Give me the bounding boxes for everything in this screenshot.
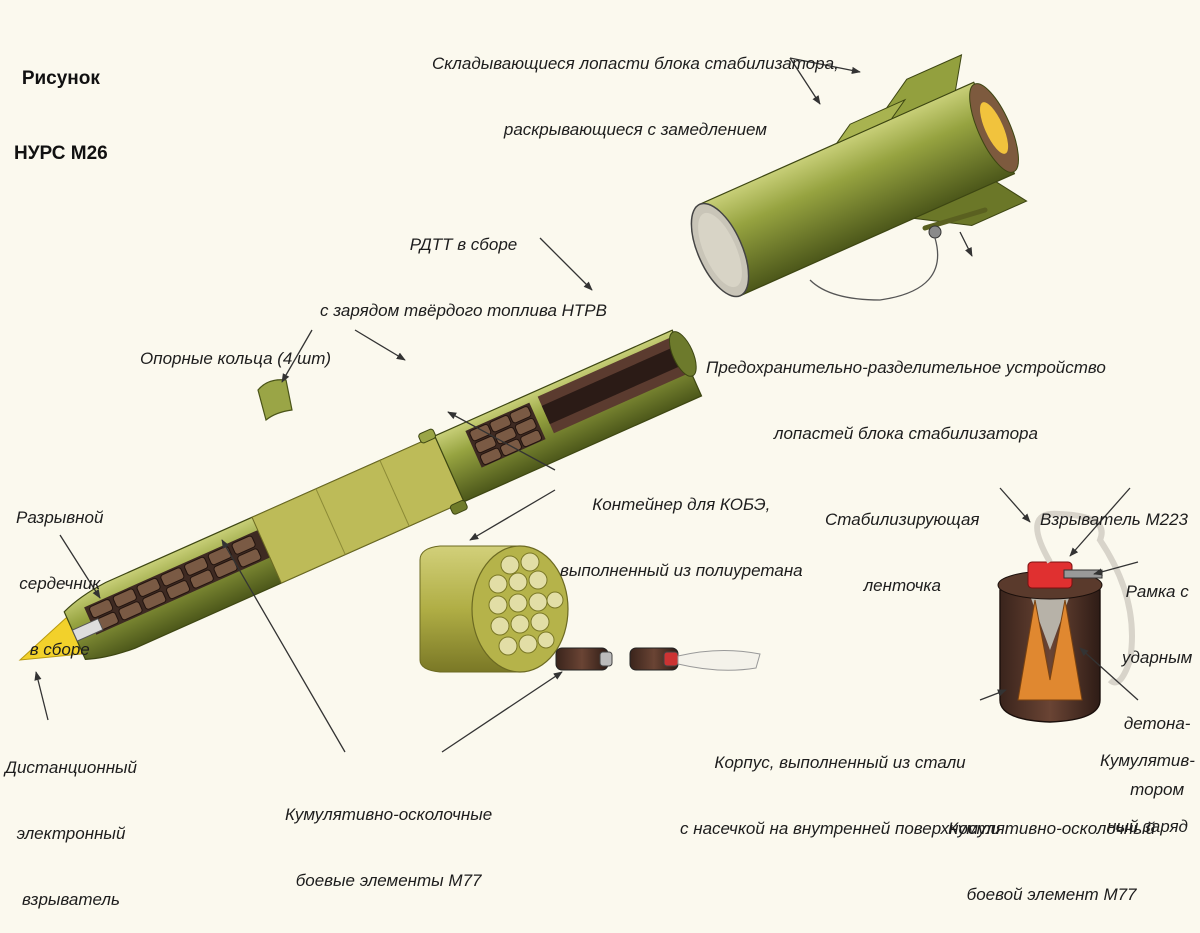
label-electronic-fuze: Дистанционный электронный взрыватель — [5, 713, 137, 933]
label-line: Дистанционный — [5, 758, 138, 777]
support-ring — [418, 428, 436, 444]
label-line: лопастей блока стабилизатора — [773, 424, 1038, 443]
label-container: Контейнер для КОБЭ, выполненный из полиу… — [560, 450, 803, 604]
figure-title: Рисунок НУРС М26 — [14, 16, 108, 191]
label-folding-fins: Складывающиеся лопасти блока стабилизато… — [432, 9, 839, 163]
support-ring — [449, 499, 468, 515]
submunition-stack-rear — [465, 331, 697, 468]
label-line: Контейнер для КОБЭ, — [592, 495, 771, 514]
label-line: сердечник — [19, 574, 101, 593]
label-line: тором — [1130, 780, 1185, 799]
label-stabilizing-ribbon: Стабилизирующая ленточка — [825, 465, 980, 619]
label-safety-device: Предохранительно-разделительное устройст… — [706, 313, 1106, 467]
safety-device — [809, 207, 988, 301]
fin — [835, 98, 907, 145]
label-m77-element: Кумулятивно-осколочный боевой элемент М7… — [948, 774, 1155, 928]
label-line: Взрыватель М223 — [1040, 510, 1188, 529]
stabilizer-block — [690, 54, 1028, 298]
label-line: Предохранительно-разделительное устройст… — [706, 358, 1106, 377]
rocket-diagram-artwork — [18, 54, 1139, 753]
label-line: в сборе — [29, 640, 90, 659]
label-line: Стабилизирующая — [825, 510, 980, 529]
fin — [912, 181, 1028, 226]
submunition-stack-front — [71, 530, 270, 642]
label-line: РДТТ в сборе — [409, 235, 518, 254]
single-submunitions — [555, 647, 761, 671]
label-burster-core: Разрывной сердечник в сборе — [16, 463, 103, 683]
label-line: Кумулятив- — [1100, 751, 1195, 770]
label-line: Опорные кольца (4 шт) — [140, 349, 332, 368]
label-line: взрыватель — [22, 890, 120, 909]
rocket-body — [18, 329, 703, 661]
label-line: Корпус, выполненный из стали — [714, 753, 966, 772]
label-line: боевой элемент М77 — [966, 885, 1137, 904]
m77-element-cutaway — [997, 510, 1135, 723]
submunition-container — [419, 545, 569, 673]
label-line: ленточка — [863, 576, 941, 595]
label-line: Кумулятивно-осколочные — [285, 805, 493, 824]
label-submunitions: Кумулятивно-осколочные боевые элементы М… — [285, 760, 492, 914]
label-line: Складывающиеся лопасти блока стабилизато… — [432, 54, 839, 73]
label-frame-detonator: Рамка с ударным детона- тором — [1122, 537, 1192, 823]
label-line: с зарядом твёрдого топлива НТРВ — [320, 301, 607, 320]
label-line: раскрывающиеся с замедлением — [503, 120, 767, 139]
label-line: выполненный из полиуретана — [560, 561, 803, 580]
label-line: Кумулятивно-осколочный — [948, 819, 1156, 838]
label-solid-rocket-motor: РДТТ в сборе с зарядом твёрдого топлива … — [320, 190, 607, 344]
label-fuze-m223: Взрыватель М223 — [1040, 465, 1188, 553]
label-line: ударным — [1122, 648, 1193, 667]
detached-support-ring — [257, 379, 293, 422]
label-support-rings: Опорные кольца (4 шт) — [140, 304, 331, 392]
label-line: Рамка с — [1125, 582, 1189, 601]
figure-title-line: Рисунок — [21, 68, 100, 89]
leader-lines — [34, 57, 1139, 753]
label-line: боевые элементы М77 — [295, 871, 482, 890]
figure-title-line: НУРС М26 — [14, 143, 108, 164]
stabilizing-ribbon — [1034, 510, 1135, 686]
label-line: электронный — [16, 824, 126, 843]
label-line: детона- — [1123, 714, 1191, 733]
label-line: Разрывной — [16, 508, 104, 527]
